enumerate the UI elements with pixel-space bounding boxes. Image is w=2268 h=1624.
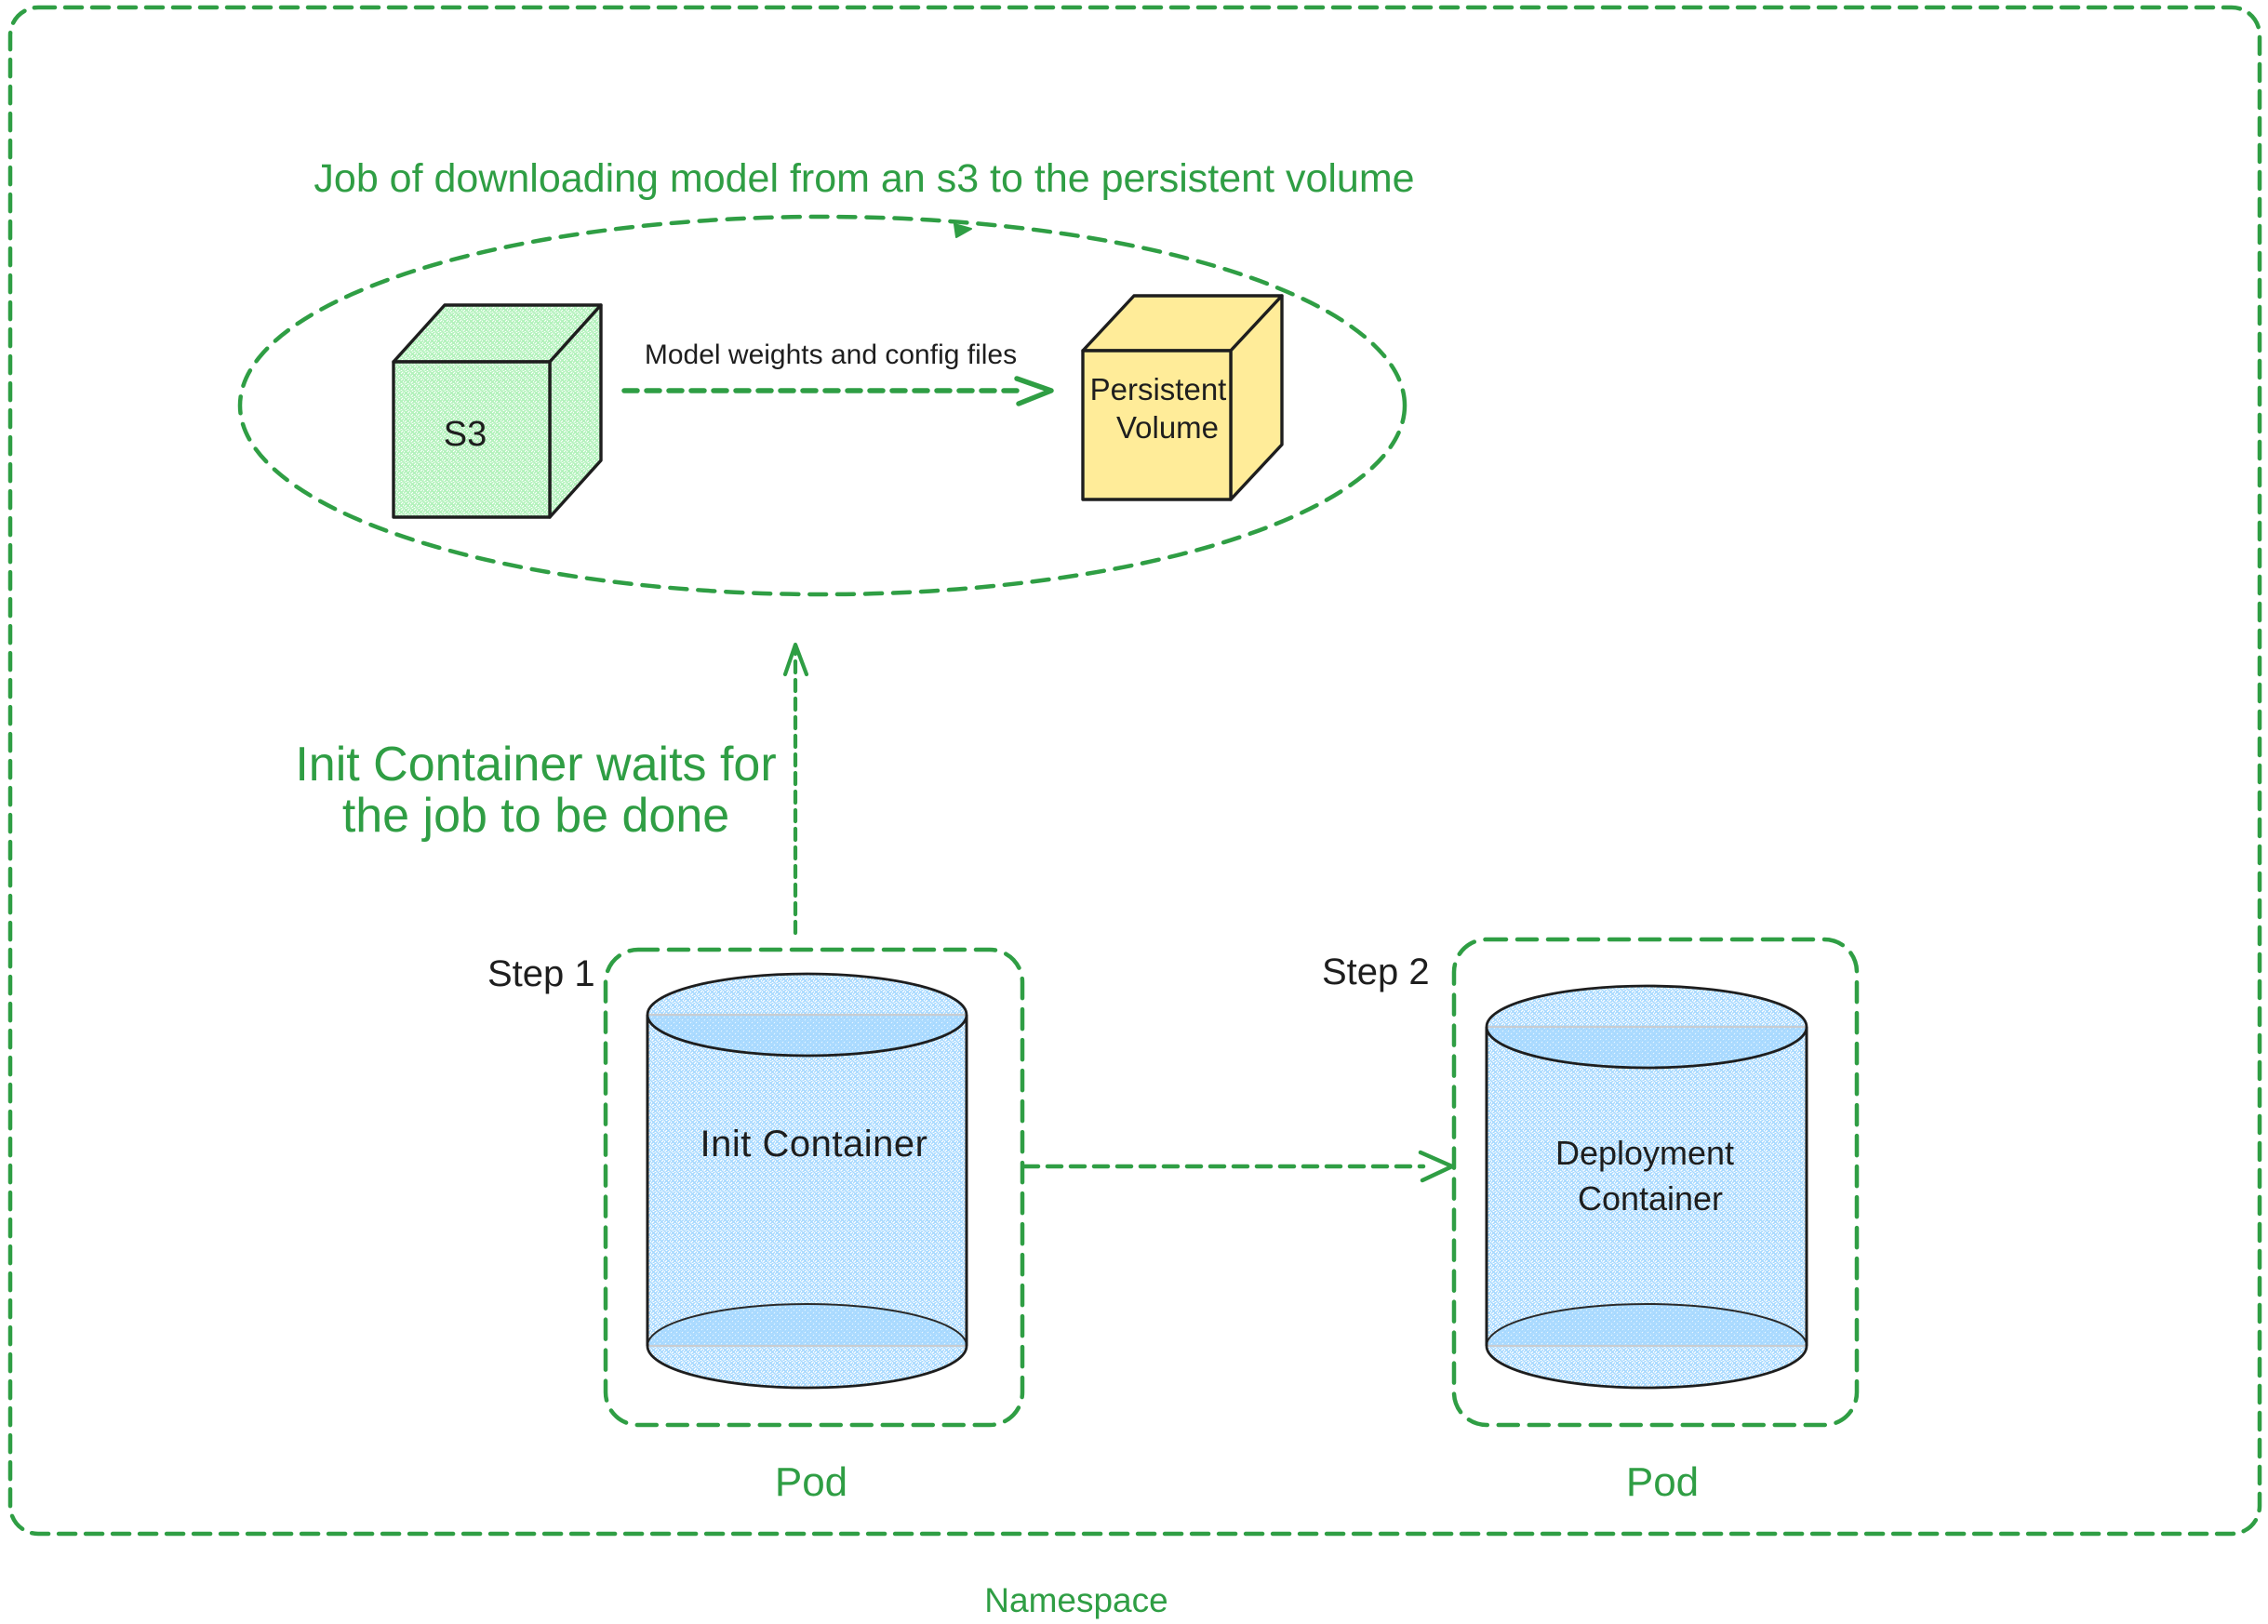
svg-text:Container: Container xyxy=(1578,1179,1723,1218)
svg-text:Init Container: Init Container xyxy=(700,1124,928,1165)
svg-text:Pod: Pod xyxy=(775,1459,847,1505)
svg-text:Init Container waits for: Init Container waits for xyxy=(295,738,776,792)
svg-text:the job to be done: the job to be done xyxy=(342,789,729,843)
svg-text:Step 1: Step 1 xyxy=(487,953,595,994)
svg-text:Model weights and config files: Model weights and config files xyxy=(645,339,1017,370)
svg-text:Deployment: Deployment xyxy=(1555,1134,1734,1172)
svg-text:Persistent: Persistent xyxy=(1090,372,1227,406)
svg-text:Namespace: Namespace xyxy=(984,1581,1167,1619)
svg-text:Pod: Pod xyxy=(1626,1459,1699,1505)
svg-text:S3: S3 xyxy=(444,415,487,454)
svg-text:Volume: Volume xyxy=(1116,410,1219,445)
svg-text:Step 2: Step 2 xyxy=(1322,952,1430,992)
svg-text:Job of downloading model from: Job of downloading model from an s3 to t… xyxy=(314,156,1414,201)
